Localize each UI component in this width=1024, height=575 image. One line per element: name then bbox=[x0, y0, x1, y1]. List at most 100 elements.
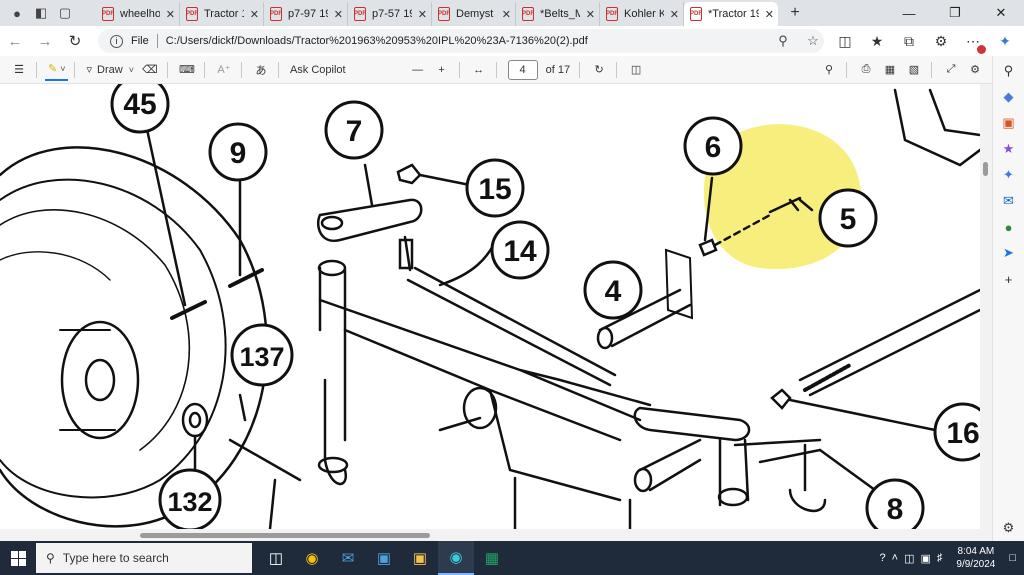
chrome-icon[interactable]: ◉ bbox=[305, 550, 319, 567]
tools-icon[interactable]: ▣ bbox=[1002, 115, 1015, 130]
print-icon[interactable]: ⎙ bbox=[861, 63, 871, 75]
scroll-thumb[interactable] bbox=[983, 162, 988, 176]
ask-copilot-button[interactable]: Ask Copilot bbox=[289, 63, 346, 76]
minimize-icon[interactable]: — bbox=[902, 5, 916, 21]
favorite-star-icon[interactable]: ☆ bbox=[807, 33, 819, 48]
mail-icon[interactable]: ✉ bbox=[341, 550, 355, 567]
tree-icon[interactable]: ● bbox=[1004, 219, 1013, 235]
clock[interactable]: 8:04 AM 9/9/2024 bbox=[956, 545, 995, 571]
collections-icon[interactable]: ⧉ bbox=[904, 32, 914, 49]
read-aloud-icon[interactable]: A⁺ bbox=[217, 64, 231, 76]
copilot-icon[interactable]: ✦ bbox=[1003, 167, 1014, 182]
translate-icon[interactable]: あ bbox=[255, 64, 267, 77]
info-icon[interactable]: i bbox=[110, 34, 123, 48]
tab-label: p7-57 1992 bbox=[372, 8, 412, 20]
workspaces-icon[interactable]: ◧ bbox=[34, 5, 48, 20]
settings-icon[interactable]: ⚙ bbox=[970, 64, 980, 76]
zoom-out-icon[interactable]: — bbox=[412, 63, 424, 76]
save-icon[interactable]: ▦ bbox=[884, 64, 896, 76]
callout-9: 9 bbox=[208, 122, 268, 182]
svg-text:45: 45 bbox=[123, 88, 156, 121]
send-icon[interactable]: ➤ bbox=[1003, 245, 1014, 260]
divider bbox=[74, 61, 76, 78]
battery-icon[interactable]: ▣ bbox=[920, 552, 931, 565]
fullscreen-icon[interactable]: ⤢ bbox=[946, 63, 956, 75]
search-icon[interactable]: ⚲ bbox=[824, 64, 834, 76]
save-as-icon[interactable]: ▧ bbox=[908, 64, 920, 76]
page-number-input[interactable]: 4 bbox=[507, 59, 538, 80]
zoom-icon[interactable]: ⚲ bbox=[778, 33, 788, 48]
add-icon[interactable]: + bbox=[1004, 271, 1013, 287]
split-screen-icon[interactable]: ◫ bbox=[838, 32, 852, 49]
edge-icon[interactable]: ◉ bbox=[438, 541, 474, 575]
url-text[interactable]: C:/Users/dickf/Downloads/Tractor%201963%… bbox=[165, 35, 588, 47]
page-view-icon[interactable]: ◫ bbox=[630, 64, 642, 76]
search-icon[interactable]: ⚲ bbox=[1003, 63, 1014, 78]
help-icon[interactable]: ? bbox=[879, 552, 886, 564]
highlight-icon[interactable]: ✎ ˅ bbox=[45, 59, 69, 81]
refresh-icon[interactable]: ↻ bbox=[68, 33, 82, 50]
zoom-in-icon[interactable]: + bbox=[438, 63, 445, 76]
rotate-icon[interactable]: ↻ bbox=[594, 64, 604, 76]
draw-button[interactable]: ▿Draw˅ bbox=[86, 63, 134, 77]
file-explorer-icon[interactable]: ▣ bbox=[412, 550, 428, 567]
close-window-icon[interactable]: ✕ bbox=[995, 5, 1007, 20]
scroll-thumb[interactable] bbox=[140, 533, 430, 538]
notifications-icon[interactable]: □ bbox=[1009, 552, 1016, 564]
tab-bar-controls: ● ◧ ▢ bbox=[0, 4, 96, 22]
games-icon[interactable]: ★ bbox=[1002, 141, 1015, 156]
outlook-icon[interactable]: ✉ bbox=[1003, 193, 1014, 208]
extensions-icon[interactable]: ⚙ bbox=[934, 32, 948, 49]
svg-text:6: 6 bbox=[705, 131, 722, 164]
profile-icon[interactable]: ● bbox=[13, 5, 21, 21]
url-input[interactable]: i File C:/Users/dickf/Downloads/Tractor%… bbox=[98, 29, 824, 53]
store-icon[interactable]: ▣ bbox=[376, 550, 392, 567]
address-bar: ← → ↻ i File C:/Users/dickf/Downloads/Tr… bbox=[0, 26, 1024, 56]
tab[interactable]: PDFwheelhorse✕ bbox=[96, 2, 180, 26]
copilot-icon[interactable]: ✦ bbox=[999, 32, 1011, 49]
restore-icon[interactable]: ❐ bbox=[949, 5, 961, 20]
shopping-tag-icon[interactable]: ◆ bbox=[1003, 89, 1014, 104]
taskbar-search-input[interactable]: ⚲Type here to search bbox=[36, 543, 252, 573]
tab[interactable]: PDF*Belts_Mow✕ bbox=[516, 2, 600, 26]
close-icon[interactable]: ✕ bbox=[249, 8, 259, 21]
back-icon[interactable]: ← bbox=[7, 32, 23, 50]
favorites-icon[interactable]: ★ bbox=[870, 32, 884, 49]
close-icon[interactable]: ✕ bbox=[501, 8, 511, 21]
callout-4: 4 bbox=[583, 260, 643, 320]
fit-page-icon[interactable]: ↔ bbox=[473, 63, 485, 76]
close-icon[interactable]: ✕ bbox=[764, 8, 774, 21]
close-icon[interactable]: ✕ bbox=[165, 8, 175, 21]
search-icon: ⚲ bbox=[46, 551, 55, 565]
excel-icon[interactable]: ▦ bbox=[484, 550, 500, 567]
forward-icon[interactable]: → bbox=[37, 32, 53, 50]
sidebar-settings-icon[interactable]: ⚙ bbox=[1002, 520, 1015, 535]
new-tab-button[interactable]: + bbox=[790, 4, 800, 21]
close-icon[interactable]: ✕ bbox=[333, 8, 343, 21]
vertical-scrollbar[interactable] bbox=[980, 84, 992, 529]
eraser-icon[interactable]: ⌫ bbox=[142, 64, 158, 76]
horizontal-scrollbar[interactable] bbox=[0, 529, 992, 541]
network-icon[interactable]: ◫ bbox=[904, 552, 915, 565]
volume-icon[interactable]: ♯ bbox=[936, 552, 943, 564]
more-icon[interactable]: ⋯ bbox=[960, 33, 986, 54]
close-icon[interactable]: ✕ bbox=[669, 8, 679, 21]
tab-actions-icon[interactable]: ▢ bbox=[58, 5, 72, 20]
task-view-icon[interactable]: ◫ bbox=[268, 550, 284, 567]
chevron-up-icon[interactable]: ˄ bbox=[891, 552, 899, 564]
pdf-page-viewer[interactable]: 45 9 7 15 14 6 5 4 137 132 16 8 bbox=[0, 84, 980, 529]
start-button[interactable] bbox=[0, 550, 36, 566]
contents-icon[interactable]: ☰ bbox=[14, 64, 24, 76]
tab-active[interactable]: PDF*Tractor 19✕ bbox=[684, 2, 778, 26]
text-box-icon[interactable]: ⌨ bbox=[179, 64, 195, 76]
divider bbox=[166, 61, 168, 78]
close-icon[interactable]: ✕ bbox=[417, 8, 427, 21]
close-icon[interactable]: ✕ bbox=[585, 8, 595, 21]
pdf-toolbar: ☰ ✎ ˅ ▿Draw˅ ⌫ ⌨ A⁺ あ Ask Copilot — + ↔ … bbox=[0, 56, 992, 84]
